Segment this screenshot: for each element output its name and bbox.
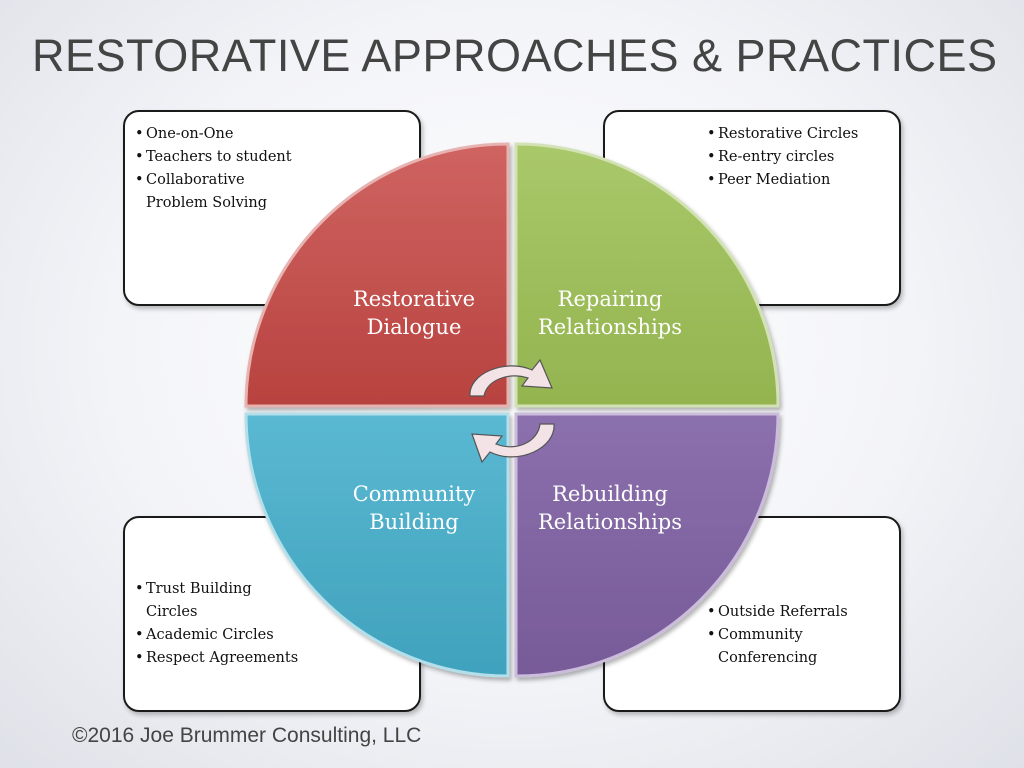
copyright-footer: ©2016 Joe Brummer Consulting, LLC [72, 724, 422, 747]
quadrant-repairing-relationships: Repairing Relationships [514, 142, 780, 408]
list-item: •Academic Circles [135, 627, 274, 643]
quadrant-label-line1: Rebuilding [552, 482, 668, 506]
list-item: •One-on-One [135, 126, 234, 142]
quadrant-label-line1: Restorative [353, 287, 475, 311]
circular-arrows-icon [469, 358, 555, 464]
quadrant-label-line1: Community [353, 482, 476, 506]
quadrant-restorative-dialogue: Restorative Dialogue [244, 142, 510, 408]
list-item: •Re-entry circles [707, 149, 835, 165]
quadrant-community-building: Community Building [244, 412, 510, 678]
practice-list: •Restorative Circles •Re-entry circles •… [707, 123, 858, 192]
list-item: •Restorative Circles [707, 126, 859, 142]
list-item: •Respect Agreements [135, 650, 299, 666]
practice-list: •One-on-One •Teachers to student •Collab… [135, 123, 292, 215]
quadrant-label-line2: Relationships [538, 510, 682, 534]
page-title: RESTORATIVE APPROACHES & PRACTICES [32, 30, 998, 81]
list-item: •Teachers to student [135, 149, 292, 165]
quadrant-label-line2: Building [369, 510, 459, 534]
quadrant-label-line2: Dialogue [367, 315, 462, 339]
quadrant-label-line1: Repairing [558, 287, 663, 311]
quadrant-label-line2: Relationships [538, 315, 682, 339]
quadrant-rebuilding-relationships: Rebuilding Relationships [514, 412, 780, 678]
list-item: •Outside Referrals [707, 604, 848, 620]
list-item: •Peer Mediation [707, 172, 831, 188]
